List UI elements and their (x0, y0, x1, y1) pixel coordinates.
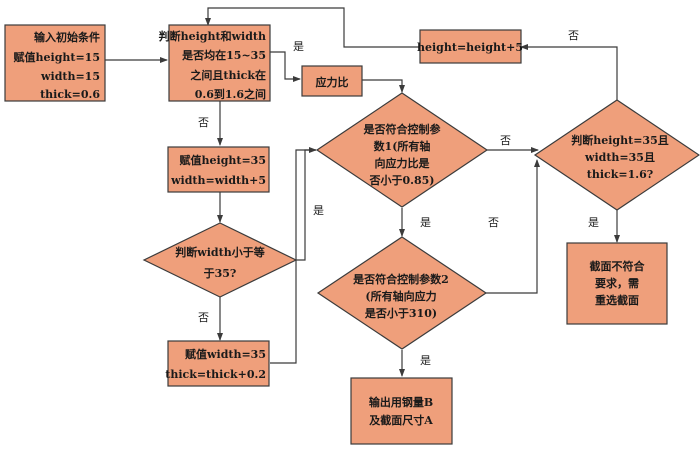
edge-label-param1-yes: 是 (420, 216, 431, 229)
node-judge-width-line: 判断width小于等 (175, 245, 264, 259)
node-judge-range: 判断height和width 是否均在15~35 之间且thick在 0.6到1… (159, 24, 271, 102)
node-output-line: 及截面尺寸A (369, 413, 433, 427)
edge-label-range-no: 否 (198, 116, 209, 129)
edge-label-range-yes: 是 (293, 40, 304, 53)
node-init-line: 输入初始条件 (34, 30, 100, 44)
node-reject-line: 截面不符合 (590, 259, 646, 273)
node-check-param2-line: 是否小于310) (364, 306, 437, 320)
node-reject: 截面不符合 要求，需 重选截面 (566, 242, 668, 325)
node-judge-range-line: 判断height和width (159, 29, 266, 43)
edge-label-param2-no: 否 (488, 216, 499, 229)
edge-label-final-yes: 是 (588, 216, 599, 229)
node-check-param1: 是否符合控制参 数1(所有轴 向应力比是 否小于0.85) (315, 92, 489, 208)
node-assign-w35: 赋值width=35 thick=thick+0.2 (165, 340, 270, 387)
node-judge-width: 判断width小于等 于35? (142, 222, 298, 298)
node-judge-range-line: 是否均在15~35 (181, 48, 266, 62)
edge-label-param1-no: 否 (500, 134, 511, 147)
edge-label-final-no: 否 (568, 29, 579, 42)
node-check-param1-line: 是否符合控制参 (363, 122, 442, 136)
node-init-line: 赋值height=15 (14, 50, 100, 64)
node-judge-final-line: width=35且 (584, 151, 655, 164)
node-assign-h35: 赋值height=35 width=width+5 (167, 146, 270, 193)
node-judge-final-line: 判断height=35且 (571, 133, 668, 147)
edge-stress-to-param1 (362, 79, 405, 93)
node-init: 输入初始条件 赋值height=15 width=15 thick=0.6 (4, 24, 106, 102)
edge-label-width-no: 否 (198, 311, 209, 324)
node-judge-final: 判断height=35且 width=35且 thick=1.6? (533, 99, 700, 211)
node-check-param1-line: 数1(所有轴 (374, 139, 431, 153)
node-height-inc: height=height+5 (417, 29, 523, 64)
node-check-param1-line: 否小于0.85) (369, 173, 435, 187)
node-judge-width-line: 于35? (204, 267, 237, 280)
node-reject-line: 重选截面 (595, 293, 639, 307)
edge-range-yes-to-stress (270, 51, 301, 82)
edge-final-no-to-height-inc (520, 44, 618, 100)
node-output: 输出用钢量B 及截面尺寸A (350, 377, 453, 445)
node-init-line: width=15 (40, 70, 100, 83)
node-check-param2: 是否符合控制参数2 (所有轴向应力 是否小于310) (316, 236, 488, 350)
node-check-param2-line: (所有轴向应力 (365, 289, 436, 303)
edge-param2-no-to-final (486, 159, 540, 294)
node-stress-ratio: 应力比 (301, 65, 363, 97)
node-output-line: 输出用钢量B (369, 395, 433, 409)
node-assign-w35-line: 赋值width=35 (185, 347, 266, 361)
node-judge-range-line: 0.6到1.6之间 (195, 87, 266, 101)
node-stress-ratio-line: 应力比 (316, 75, 349, 89)
node-check-param1-line: 向应力比是 (375, 156, 431, 170)
node-assign-w35-line: thick=thick+0.2 (165, 368, 266, 381)
node-assign-h35-line: 赋值height=35 (180, 153, 266, 167)
node-judge-range-line: 之间且thick在 (190, 68, 266, 82)
edge-label-param2-yes: 是 (420, 354, 431, 367)
node-reject-line: 要求，需 (595, 276, 639, 290)
edge-assign-w35-to-param1 (270, 149, 316, 364)
edge-height-inc-to-judge (205, 7, 420, 48)
node-check-param2-line: 是否符合控制参数2 (352, 272, 449, 286)
node-height-inc-line: height=height+5 (417, 41, 523, 54)
node-init-line: thick=0.6 (40, 88, 100, 101)
edge-label-width-yes: 是 (313, 204, 324, 217)
edges (105, 7, 620, 377)
node-assign-h35-line: width=width+5 (170, 174, 266, 187)
node-judge-final-line: thick=1.6? (587, 168, 653, 181)
